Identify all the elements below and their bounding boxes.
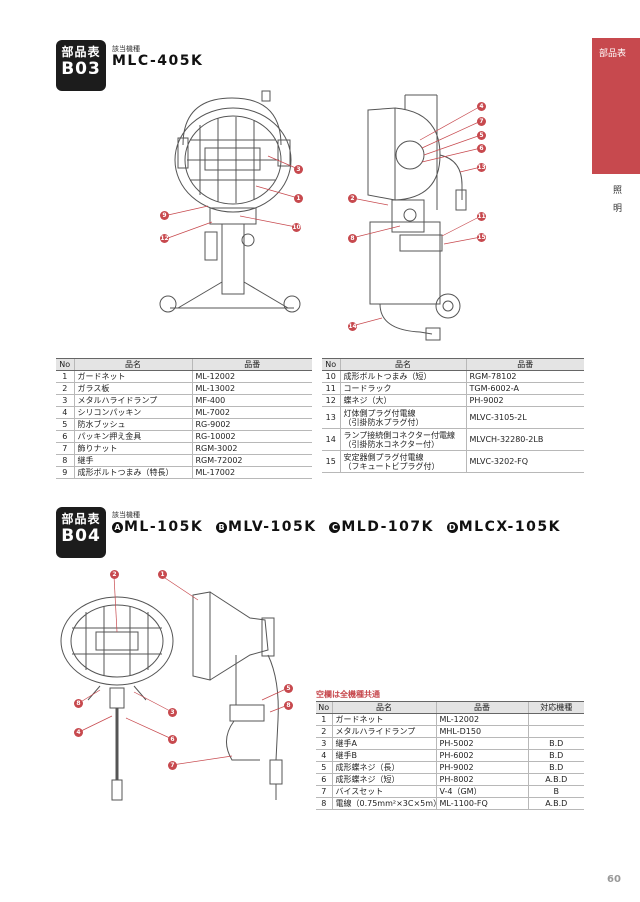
side-tab: 部品表 bbox=[592, 38, 640, 174]
col-no: No bbox=[316, 701, 332, 714]
b03-marker-2: 2 bbox=[348, 194, 357, 203]
page-number: 60 bbox=[607, 874, 621, 885]
b03-marker-15: 15 bbox=[477, 233, 486, 242]
b04-common-note: 空欄は全機種共通 bbox=[316, 690, 380, 699]
b03-marker-10: 10 bbox=[292, 223, 301, 232]
b04-side-lamp-drawing bbox=[192, 591, 283, 800]
b03-marker-11: 11 bbox=[477, 212, 486, 221]
b03-marker-14: 14 bbox=[348, 322, 357, 331]
b03-marker-6: 6 bbox=[477, 144, 486, 153]
b04-marker-6: 6 bbox=[168, 735, 177, 744]
b03-badge: 部品表 B03 bbox=[56, 40, 106, 91]
b03-marker-4: 4 bbox=[477, 102, 486, 111]
b03-side-lamp-drawing bbox=[367, 94, 467, 341]
b03-marker-5: 5 bbox=[477, 131, 486, 140]
col-part: 品番 bbox=[191, 358, 312, 371]
col-models: 対応機種 bbox=[527, 701, 584, 714]
b04-marker-5: 5 bbox=[284, 684, 293, 693]
b04-badge: 部品表 B04 bbox=[56, 507, 106, 558]
b04-front-lamp-drawing bbox=[60, 596, 174, 801]
vertical-text-1: 照 bbox=[613, 186, 623, 196]
b04-badge-top: 部品表 bbox=[61, 512, 101, 526]
b04-marker-3: 3 bbox=[168, 708, 177, 717]
col-part: 品番 bbox=[465, 358, 584, 371]
b03-marker-3: 3 bbox=[294, 165, 303, 174]
b04-marker-2: 2 bbox=[110, 570, 119, 579]
b03-marker-8: 8 bbox=[348, 234, 357, 243]
b03-marker-12: 12 bbox=[160, 234, 169, 243]
b04-marker-8b: 8 bbox=[284, 701, 293, 710]
b03-badge-code: B03 bbox=[61, 59, 101, 79]
col-no: No bbox=[56, 358, 74, 371]
b04-badge-code: B04 bbox=[61, 526, 101, 546]
col-name: 品名 bbox=[73, 358, 192, 371]
b03-marker-1: 1 bbox=[294, 194, 303, 203]
b03-applicable-label: 該当機種 bbox=[112, 45, 140, 53]
b04-marker-7: 7 bbox=[168, 761, 177, 770]
b03-marker-13: 13 bbox=[477, 163, 486, 172]
b03-model: MLC-405K bbox=[112, 53, 204, 69]
b03-marker-7: 7 bbox=[477, 117, 486, 126]
b04-applicable-label: 該当機種 bbox=[112, 511, 140, 519]
b04-marker-4: 4 bbox=[74, 728, 83, 737]
vertical-text-2: 明 bbox=[613, 204, 623, 214]
col-name: 品名 bbox=[339, 358, 466, 371]
b03-front-lamp-drawing bbox=[159, 90, 301, 313]
col-part: 品番 bbox=[435, 701, 528, 714]
col-name: 品名 bbox=[331, 701, 436, 714]
side-tab-label: 部品表 bbox=[599, 49, 627, 59]
col-no: No bbox=[322, 358, 340, 371]
b03-marker-9: 9 bbox=[160, 211, 169, 220]
b03-badge-top: 部品表 bbox=[61, 45, 101, 59]
b04-marker-8a: 8 bbox=[74, 699, 83, 708]
b04-marker-1: 1 bbox=[158, 570, 167, 579]
